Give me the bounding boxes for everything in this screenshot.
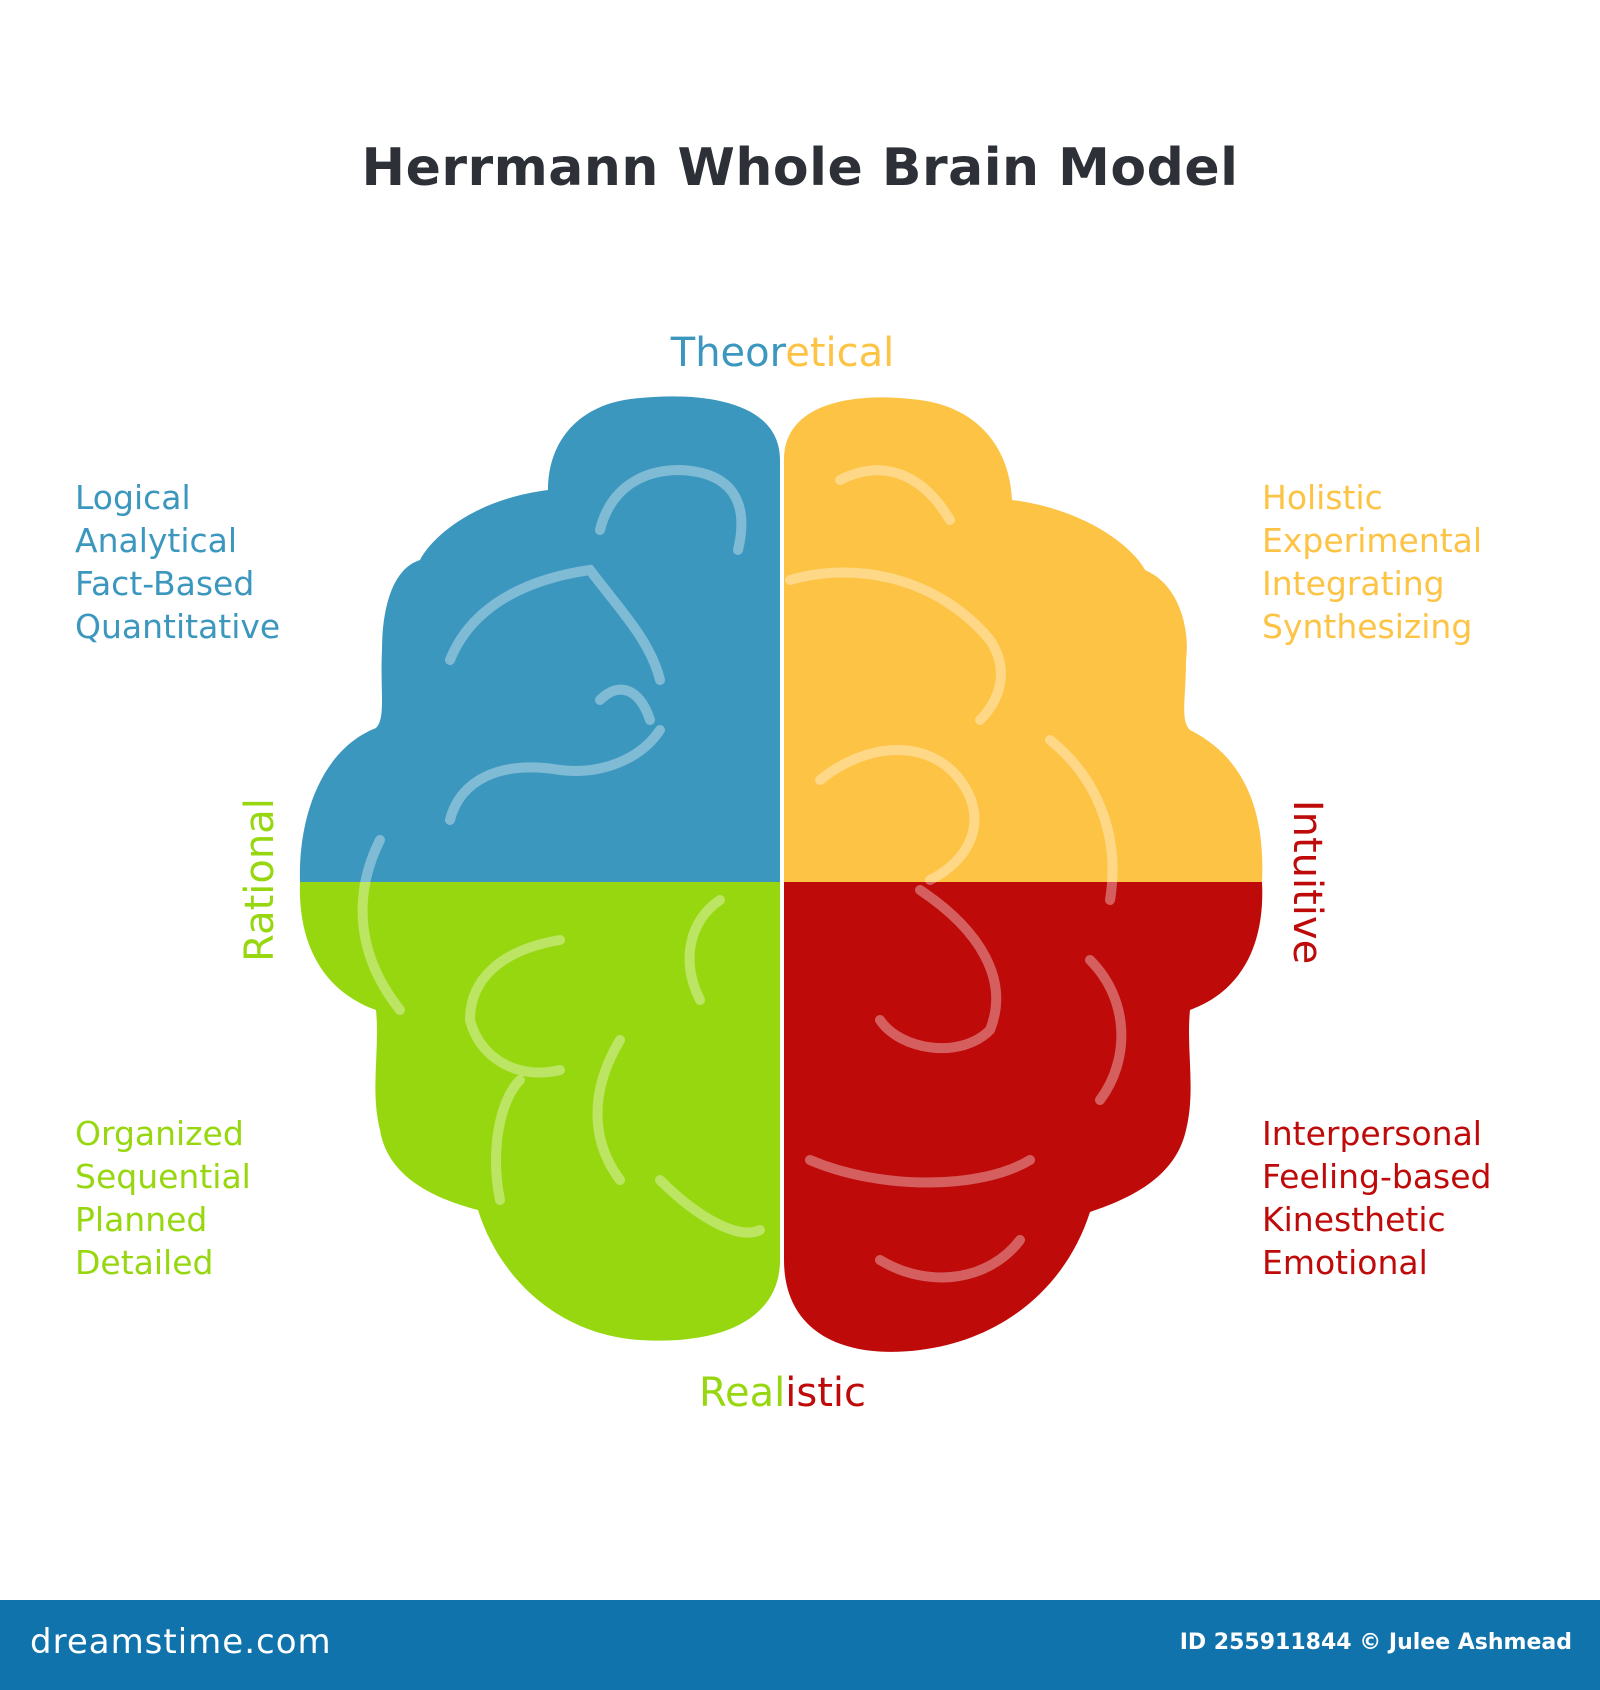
footer-credit: ID 255911844 © Julee Ashmead (1179, 1630, 1572, 1655)
trait-item: Experimental (1262, 521, 1483, 560)
axis-top-part-blue: Theor (670, 330, 786, 376)
brain-illustration (299, 396, 1263, 1352)
axis-bottom-part-green: Real (699, 1370, 786, 1416)
quadrant-bottom-left (299, 882, 780, 1341)
trait-item: Integrating (1262, 564, 1445, 603)
traits-bottom-right: Interpersonal Feeling-based Kinesthetic … (1262, 1112, 1492, 1284)
trait-item: Organized (75, 1114, 244, 1153)
trait-item: Analytical (75, 521, 238, 560)
trait-item: Quantitative (75, 607, 281, 646)
trait-item: Holistic (1262, 478, 1383, 517)
axis-label-top: Theoretical (0, 330, 1565, 376)
footer-bar: dreamstime.com ID 255911844 © Julee Ashm… (0, 1600, 1600, 1690)
quadrant-top-right (784, 397, 1263, 882)
footer-logo[interactable]: dreamstime.com (30, 1622, 332, 1662)
trait-item: Fact-Based (75, 564, 255, 603)
trait-item: Sequential (75, 1157, 251, 1196)
quadrant-bottom-right (784, 882, 1263, 1352)
quadrant-top-left (299, 396, 780, 882)
trait-item: Logical (75, 478, 191, 517)
traits-top-left: Logical Analytical Fact-Based Quantitati… (75, 476, 280, 648)
trait-item: Planned (75, 1200, 208, 1239)
trait-item: Interpersonal (1262, 1114, 1482, 1153)
trait-item: Synthesizing (1262, 607, 1473, 646)
trait-item: Kinesthetic (1262, 1200, 1446, 1239)
diagram-title: Herrmann Whole Brain Model (361, 138, 1239, 198)
traits-bottom-left: Organized Sequential Planned Detailed (75, 1112, 251, 1284)
trait-item: Emotional (1262, 1243, 1428, 1282)
axis-label-bottom: Realistic (0, 1370, 1565, 1416)
axis-bottom-part-red: istic (785, 1370, 866, 1416)
traits-top-right: Holistic Experimental Integrating Synthe… (1262, 476, 1482, 648)
trait-item: Feeling-based (1262, 1157, 1492, 1196)
axis-top-part-yellow: etical (785, 330, 895, 376)
trait-item: Detailed (75, 1243, 214, 1282)
brain-folds (357, 464, 1127, 1283)
